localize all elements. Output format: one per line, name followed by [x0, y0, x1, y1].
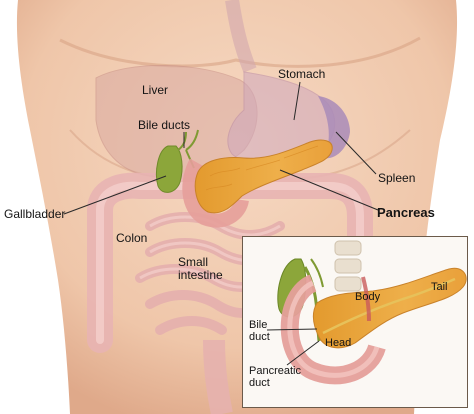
inset-tail-label: Tail	[431, 281, 448, 293]
colon-label: Colon	[116, 231, 148, 245]
inset-pancreatic-duct-label-line1: Pancreatic	[249, 365, 301, 377]
spleen	[318, 96, 350, 159]
inset-bile-duct-label-line1: Bile	[249, 319, 268, 331]
rectum	[203, 339, 233, 414]
leader-lines	[63, 81, 379, 215]
liver-label: Liver	[142, 83, 169, 97]
bile-ducts-label: Bile ducts	[138, 118, 191, 132]
gallbladder	[155, 145, 183, 193]
inset-pancreas	[312, 267, 467, 349]
gallbladder-label: Gallbladder	[4, 207, 66, 221]
chest-contour	[59, 36, 421, 68]
inset-pancreatic-duct	[322, 277, 456, 335]
inset-head-label: Head	[325, 337, 352, 349]
inset-body-label: Body	[355, 291, 381, 303]
duodenum	[182, 158, 249, 228]
small-intestine-label-line2: intestine	[178, 268, 223, 282]
pancreas-label: Pancreas	[377, 205, 435, 220]
small-intestine-label-line1: Small	[178, 255, 209, 269]
esophagus	[225, 0, 257, 73]
pancreas-texture	[205, 145, 319, 191]
inset-vessel	[361, 276, 371, 322]
inset-bile-duct-label-line2: duct	[249, 331, 270, 343]
inset-pancreatic-duct-label-line2: duct	[249, 377, 270, 389]
pancreas	[194, 139, 333, 214]
spleen-label: Spleen	[378, 171, 416, 185]
pancreas-detail-inset: Body Tail Bile duct Head Pancreatic duct	[242, 236, 468, 408]
inset-artwork	[266, 240, 467, 385]
stomach-label: Stomach	[278, 67, 326, 81]
